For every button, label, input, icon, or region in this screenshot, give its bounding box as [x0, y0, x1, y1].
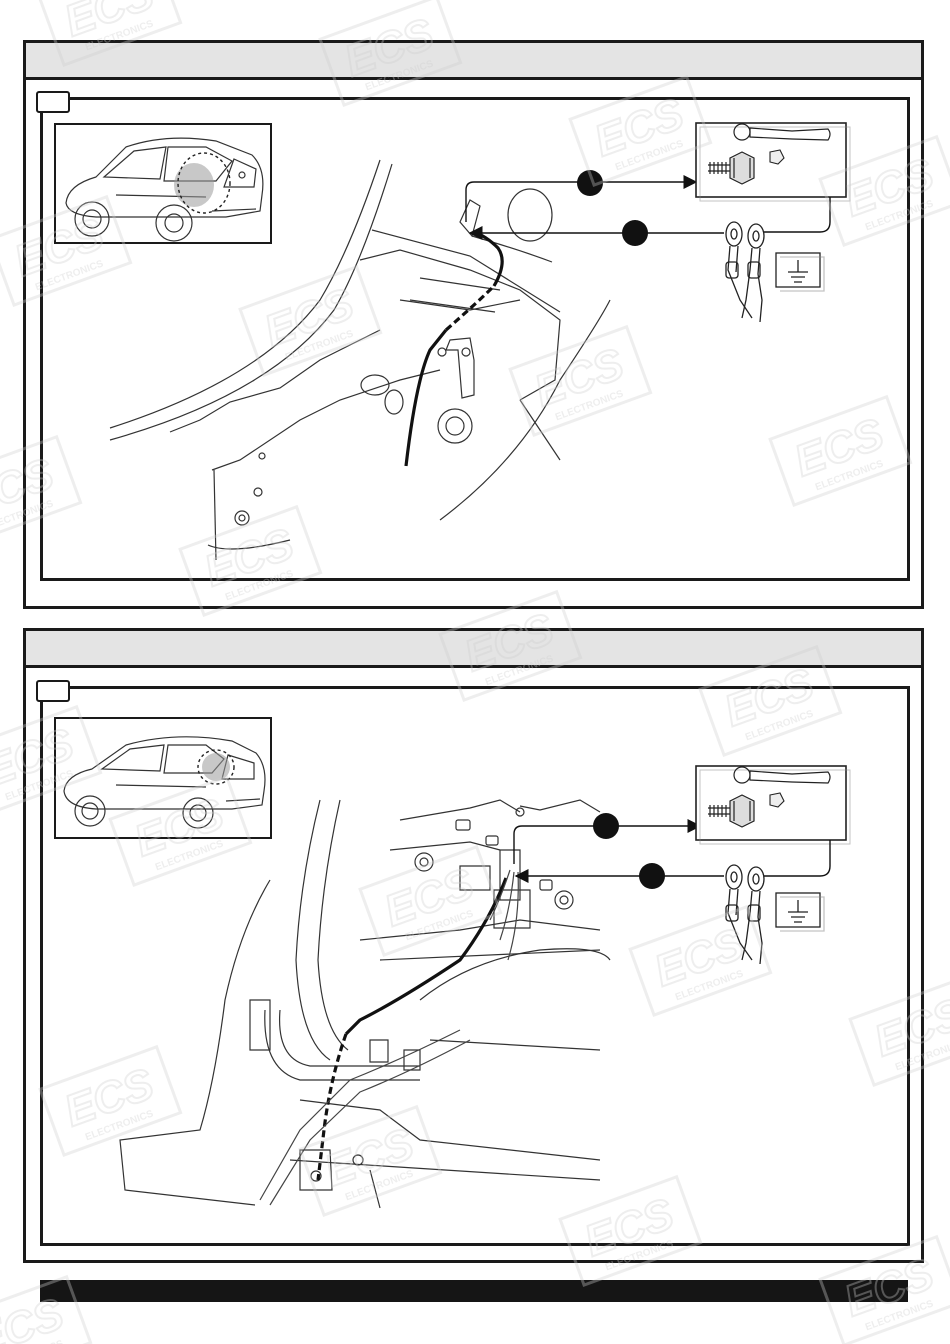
assembly-arrows-top [465, 170, 724, 246]
suv-car-icon [63, 736, 266, 829]
step-header-bar [26, 631, 921, 668]
ground-wire-route-bottom [259, 869, 519, 1206]
hatchback-car-inset [54, 123, 272, 244]
flange-bolt-icon [708, 794, 755, 828]
hatchback-car-icon [65, 137, 264, 242]
callout-dot-icon [639, 863, 665, 889]
step-header-bar [26, 43, 921, 80]
ground-symbol-icon [775, 892, 825, 932]
flange-bolt-icon [708, 151, 755, 185]
ring-terminal-icon [725, 864, 765, 965]
rear-wheelarch-drawing [119, 799, 611, 1209]
ring-terminal-icon [725, 221, 765, 323]
ratchet-wrench-icon [733, 123, 831, 141]
rear-quarter-panel-drawing [109, 159, 611, 561]
step-panel-2 [23, 628, 924, 1263]
illustration-frame [40, 686, 910, 1246]
callout-dot-icon [577, 170, 603, 196]
callout-dot-icon [622, 220, 648, 246]
nut-icon [769, 792, 785, 808]
ground-symbol-icon [775, 252, 825, 292]
suv-car-inset [54, 717, 272, 839]
illustration-frame [40, 97, 910, 581]
step-number-tab [36, 680, 70, 702]
footer-bar [40, 1280, 908, 1302]
assembly-arrows-bottom [513, 813, 724, 889]
nut-icon [769, 149, 785, 165]
parts-box-bottom [695, 765, 851, 877]
callout-dot-icon [593, 813, 619, 839]
ratchet-wrench-icon [733, 766, 831, 784]
parts-box-top [695, 122, 851, 233]
step-number-tab [36, 91, 70, 113]
